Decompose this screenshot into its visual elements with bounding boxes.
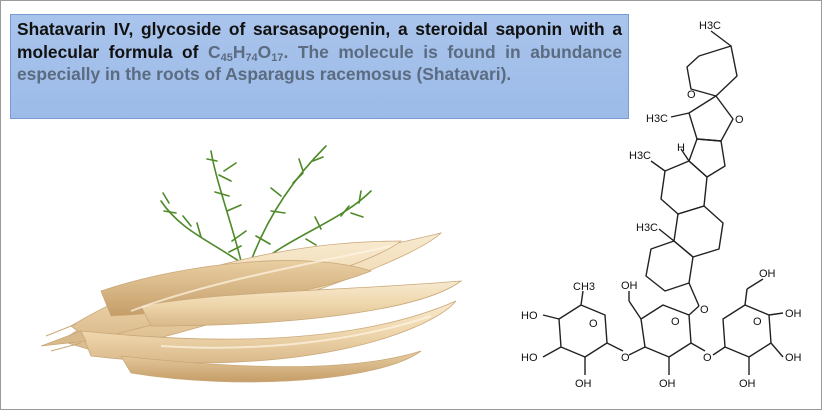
svg-text:O: O <box>703 352 712 364</box>
svg-text:OH: OH <box>785 308 802 320</box>
shatavarin-iv-structure: H3C O O H3C H H3C H3C O CH3 OH O O O OH … <box>521 20 802 390</box>
svg-text:O: O <box>687 89 696 101</box>
svg-text:H3C: H3C <box>646 113 668 125</box>
caption-text-part2: The molecule is found in abundance espec… <box>17 41 622 85</box>
svg-text:O: O <box>671 316 680 328</box>
svg-text:O: O <box>589 318 598 330</box>
svg-text:OH: OH <box>759 268 776 280</box>
svg-text:H3C: H3C <box>699 20 721 32</box>
caption-box: Shatavarin IV, glycoside of sarsasapogen… <box>10 14 629 119</box>
svg-text:OH: OH <box>739 378 756 390</box>
svg-text:CH3: CH3 <box>573 281 595 293</box>
svg-text:OH: OH <box>621 280 638 292</box>
svg-text:OH: OH <box>659 378 676 390</box>
structure-atom-labels: H3C O O H3C H H3C H3C O CH3 OH O O O OH … <box>521 20 802 390</box>
roots <box>41 232 463 383</box>
svg-text:O: O <box>735 114 744 126</box>
svg-text:O: O <box>700 304 709 316</box>
svg-text:H: H <box>677 142 685 154</box>
shatavari-roots-illustration <box>41 145 463 383</box>
svg-text:HO: HO <box>521 352 538 364</box>
molecular-formula: C45H74O17. <box>208 41 289 64</box>
svg-text:H3C: H3C <box>636 222 658 234</box>
svg-text:H3C: H3C <box>629 150 651 162</box>
svg-text:OH: OH <box>575 378 592 390</box>
svg-text:O: O <box>753 316 762 328</box>
svg-text:OH: OH <box>785 352 802 364</box>
caption-text-part1: Shatavarin IV, glycoside of sarsasapogen… <box>17 19 622 62</box>
svg-text:HO: HO <box>521 310 538 322</box>
svg-text:O: O <box>621 352 630 364</box>
